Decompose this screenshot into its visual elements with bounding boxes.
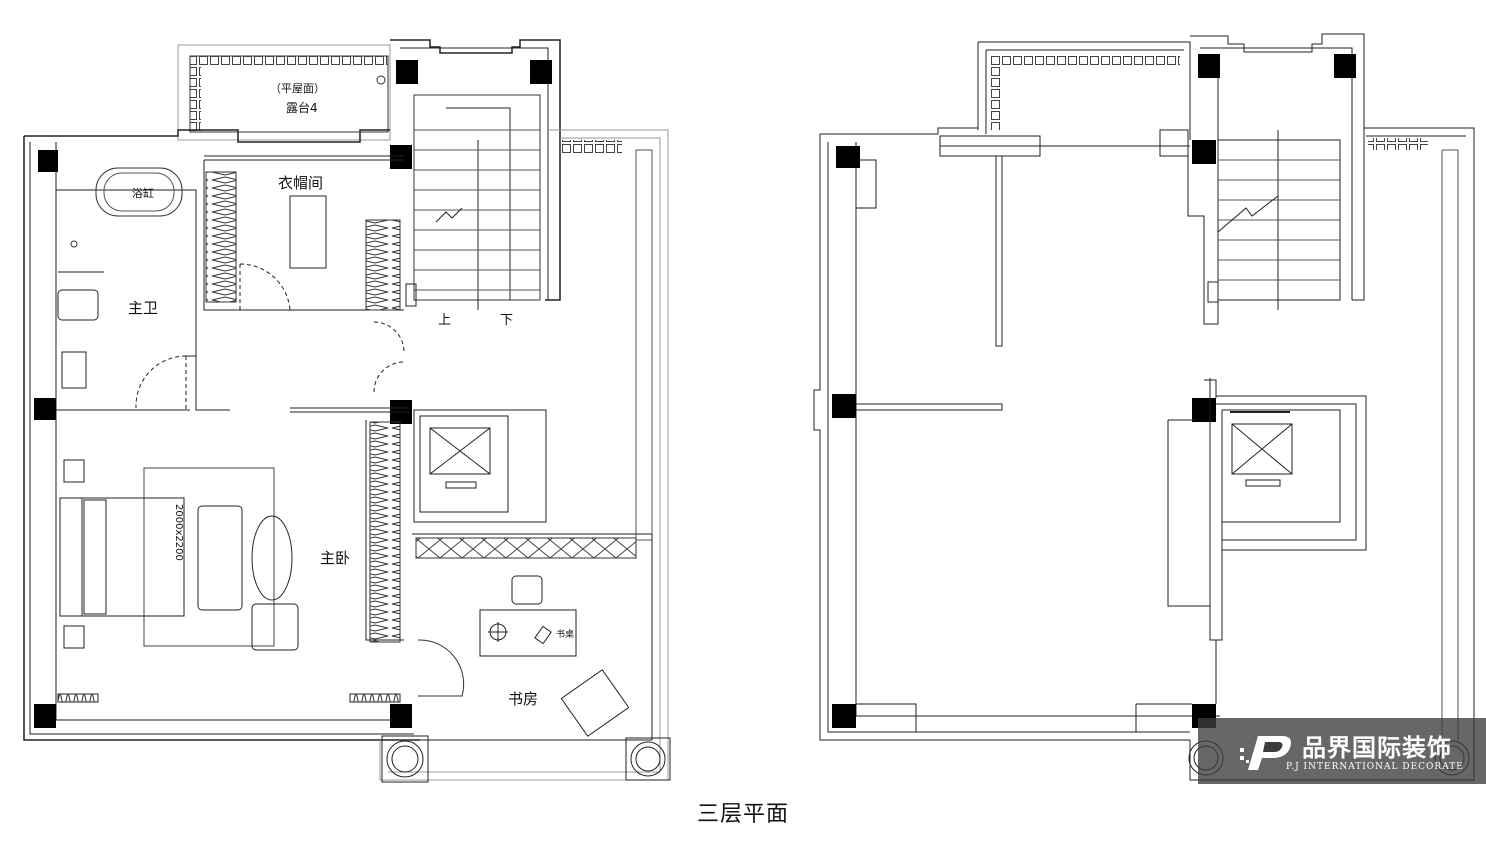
columns	[34, 60, 552, 728]
plan-caption: 三层平面	[696, 802, 789, 827]
bed-size-label: 2000x2200	[173, 504, 184, 561]
right-stair-treads	[1218, 159, 1340, 281]
stair-up-label: 上	[438, 313, 451, 328]
terrace-label: 露台4	[286, 100, 318, 115]
company-watermark: 品界国际装饰 P.J INTERNATIONAL DECORATE	[1198, 718, 1486, 784]
watermark-subtitle: P.J INTERNATIONAL DECORATE	[1286, 762, 1464, 772]
master-bath-label: 主卫	[128, 299, 158, 317]
study-label: 书房	[508, 690, 538, 708]
right-columns	[832, 54, 1356, 728]
watermark-name: 品界国际装饰	[1302, 734, 1452, 762]
master-bedroom-label: 主卧	[320, 549, 350, 567]
desk-label: 书桌	[556, 628, 574, 640]
left-plan	[23, 39, 671, 783]
cloakroom-label: 衣帽间	[278, 174, 323, 192]
stair-treads	[414, 129, 540, 291]
bathtub-label: 浴缸	[132, 186, 154, 200]
left-labels: （平屋面） 露台4 浴缸 衣帽间 主卫 上 下 2000x2200 主卧 书桌 …	[128, 82, 574, 708]
right-plan	[813, 33, 1475, 781]
stair-down-label: 下	[500, 313, 513, 328]
terrace-note-label: （平屋面）	[270, 82, 325, 95]
pj-logo-icon	[1240, 736, 1291, 770]
